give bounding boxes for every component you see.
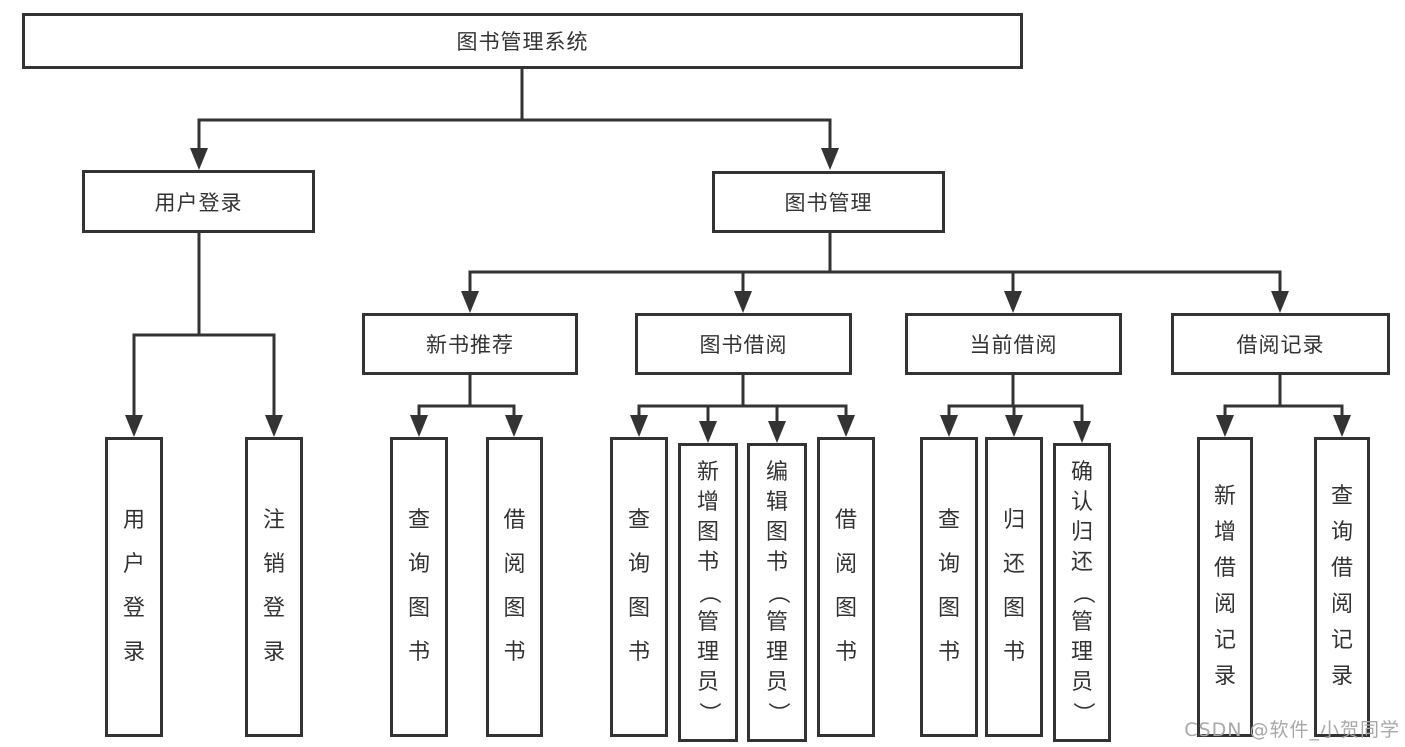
csdn-watermark: CSDN @软件_小贺同学 xyxy=(1184,719,1400,741)
leaf-label: 借阅图书 xyxy=(834,508,857,665)
arrowheads-level1 xyxy=(190,148,839,170)
node-new-book-recommend: 新书推荐 xyxy=(362,313,578,375)
leaf-current-query-books: 查询图书 xyxy=(920,437,978,737)
leaf-label: 查询图书 xyxy=(407,508,430,665)
leaf-newbook-borrow-books: 借阅图书 xyxy=(486,437,543,737)
leaf-borrowing-borrow-books: 借阅图书 xyxy=(817,437,875,737)
arrowheads-login-children xyxy=(125,415,283,437)
leaf-records-add-record: 新增借阅记录 xyxy=(1197,437,1253,737)
node-user-login: 用户登录 xyxy=(82,170,315,233)
connector-management-to-level2 xyxy=(468,233,1282,295)
node-label: 当前借阅 xyxy=(969,333,1058,357)
connector-borrowing-children xyxy=(637,375,848,425)
connector-login-children xyxy=(132,233,276,419)
leaf-records-query-record: 查询借阅记录 xyxy=(1314,437,1370,737)
leaf-label: 编辑图书（管理员） xyxy=(764,459,790,724)
arrowheads-records-children xyxy=(1216,415,1351,437)
leaf-label: 确认归还（管理员） xyxy=(1069,459,1095,724)
node-label: 新书推荐 xyxy=(426,333,514,357)
node-current-borrowing: 当前借阅 xyxy=(905,313,1122,375)
leaf-newbook-query-books: 查询图书 xyxy=(390,437,448,737)
leaf-label: 用户登录 xyxy=(122,508,145,665)
leaf-label: 注销登录 xyxy=(262,508,285,665)
leaf-user-login: 用户登录 xyxy=(105,437,163,737)
leaf-label: 查询借阅记录 xyxy=(1330,484,1353,689)
arrowheads-level2 xyxy=(461,291,1289,313)
leaf-label: 查询图书 xyxy=(937,508,960,665)
node-library-management-system: 图书管理系统 xyxy=(22,13,1023,69)
leaf-borrowing-edit-books-admin: 编辑图书（管理员） xyxy=(747,443,807,742)
leaf-label: 新增借阅记录 xyxy=(1213,484,1236,689)
leaf-logout: 注销登录 xyxy=(245,437,303,737)
leaf-current-confirm-return-admin: 确认归还（管理员） xyxy=(1053,443,1111,742)
arrowheads-newbook-children xyxy=(410,415,523,437)
arrowheads-current-children xyxy=(940,415,1091,443)
node-label: 图书借阅 xyxy=(699,333,788,357)
node-book-management: 图书管理 xyxy=(712,171,945,233)
connector-records-children xyxy=(1223,375,1344,419)
leaf-label: 新增图书（管理员） xyxy=(695,459,721,724)
leaf-label: 借阅图书 xyxy=(503,508,526,665)
node-label: 用户登录 xyxy=(154,190,243,215)
node-borrowing-records: 借阅记录 xyxy=(1171,313,1390,375)
node-book-borrowing: 图书借阅 xyxy=(635,313,852,375)
arrowheads-borrowing-children xyxy=(630,415,855,443)
node-label: 图书管理 xyxy=(784,191,873,215)
node-label: 借阅记录 xyxy=(1236,333,1325,357)
leaf-borrowing-add-books-admin: 新增图书（管理员） xyxy=(678,443,738,742)
connector-root-to-level1 xyxy=(197,69,832,152)
connector-newbook-children xyxy=(417,375,516,419)
leaf-borrowing-query-books: 查询图书 xyxy=(610,437,668,737)
leaf-current-return-books: 归还图书 xyxy=(985,437,1043,737)
leaf-label: 查询图书 xyxy=(627,508,650,665)
leaf-label: 归还图书 xyxy=(1002,508,1025,665)
node-label: 图书管理系统 xyxy=(456,30,589,54)
